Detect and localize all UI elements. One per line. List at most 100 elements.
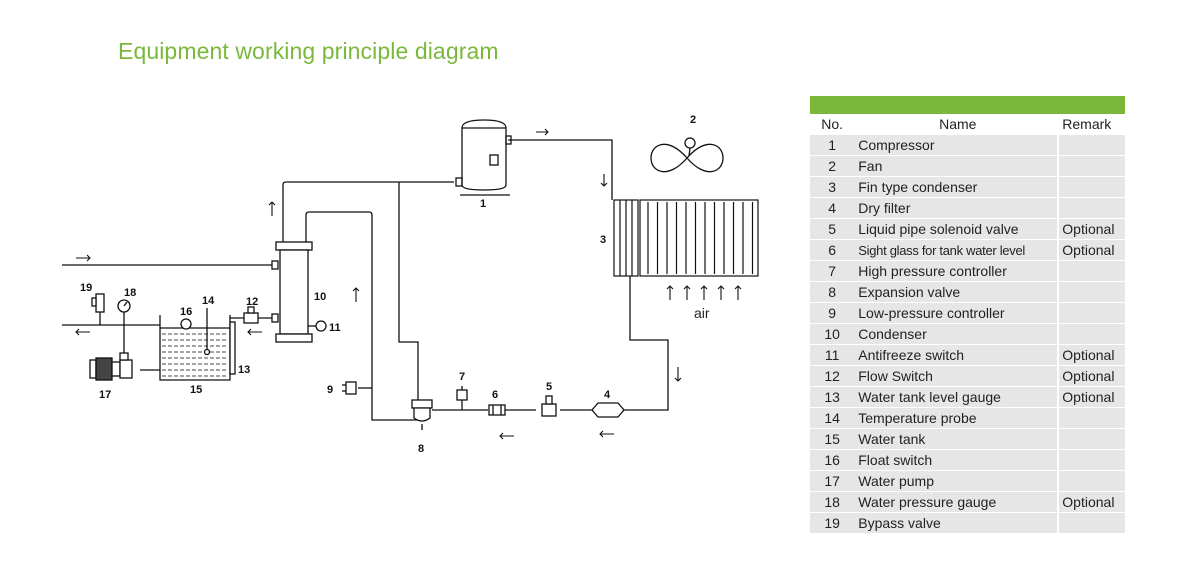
callout-13: 13 xyxy=(238,364,250,376)
row-name: Compressor xyxy=(854,134,1059,156)
row-name: High pressure controller xyxy=(854,260,1059,282)
pipe-suction-line xyxy=(282,181,454,242)
row-name: Fan xyxy=(854,155,1059,177)
low-pressure-controller xyxy=(342,381,357,395)
row-number: 2 xyxy=(810,155,855,177)
air-arrow-icon xyxy=(666,285,674,300)
pipe-compressor-to-condenser xyxy=(508,139,613,200)
callout-9: 9 xyxy=(327,384,333,396)
row-remark xyxy=(1057,134,1125,156)
arrow-left-icon xyxy=(75,328,90,336)
row-number: 19 xyxy=(810,512,855,533)
row-number: 13 xyxy=(810,386,855,408)
row-number: 1 xyxy=(810,134,855,156)
callout-6: 6 xyxy=(492,389,498,401)
row-name: Condenser xyxy=(854,323,1059,345)
row-number: 14 xyxy=(810,407,855,429)
row-name: Water tank xyxy=(854,428,1059,450)
row-number: 17 xyxy=(810,470,855,492)
pipe-expansion-to-evaporator xyxy=(305,211,418,421)
column-header-name: Name xyxy=(854,114,1059,135)
row-name: Fin type condenser xyxy=(854,176,1059,198)
callout-1: 1 xyxy=(480,198,486,210)
row-name: Float switch xyxy=(854,449,1059,471)
heat-exchanger xyxy=(271,241,316,343)
row-name: Dry filter xyxy=(854,197,1059,219)
arrow-right-icon xyxy=(76,254,91,262)
row-remark xyxy=(1057,155,1125,177)
arrow-left-icon xyxy=(499,432,514,440)
row-remark: Optional xyxy=(1057,239,1125,261)
row-remark xyxy=(1057,197,1125,219)
antifreeze-switch xyxy=(315,320,327,332)
callout-labels: 1 2 3 4 5 6 7 8 9 10 11 12 13 14 15 16 1… xyxy=(80,114,710,455)
dry-filter xyxy=(591,402,625,418)
expansion-valve xyxy=(411,399,433,430)
row-number: 10 xyxy=(810,323,855,345)
row-remark: Optional xyxy=(1057,218,1125,240)
row-remark xyxy=(1057,260,1125,282)
callout-5: 5 xyxy=(546,381,552,393)
air-arrow-icon xyxy=(717,285,725,300)
callout-10: 10 xyxy=(314,291,326,303)
row-name: Antifreeze switch xyxy=(854,344,1059,366)
callout-16: 16 xyxy=(180,306,192,318)
row-remark: Optional xyxy=(1057,344,1125,366)
callout-12: 12 xyxy=(246,296,258,308)
callout-8: 8 xyxy=(418,443,424,455)
row-number: 18 xyxy=(810,491,855,513)
callout-3: 3 xyxy=(600,234,606,246)
high-pressure-controller xyxy=(456,386,468,401)
row-name: Water pump xyxy=(854,470,1059,492)
row-remark: Optional xyxy=(1057,386,1125,408)
row-name: Sight glass for tank water level xyxy=(854,239,1059,261)
row-name: Low-pressure controller xyxy=(854,302,1059,324)
pipe-water-return xyxy=(62,294,160,326)
compressor xyxy=(455,119,512,196)
arrow-right-icon xyxy=(536,128,549,136)
arrow-down-icon xyxy=(600,174,608,187)
row-remark xyxy=(1057,449,1125,471)
bypass-valve xyxy=(91,293,105,313)
row-remark: Optional xyxy=(1057,491,1125,513)
column-header-no: No. xyxy=(810,114,855,135)
temperature-probe xyxy=(203,308,211,356)
flow-arrows xyxy=(75,128,742,440)
water-level-gauge xyxy=(229,321,236,375)
row-name: Flow Switch xyxy=(854,365,1059,387)
row-number: 12 xyxy=(810,365,855,387)
row-remark: Optional xyxy=(1057,365,1125,387)
row-number: 16 xyxy=(810,449,855,471)
float-switch xyxy=(180,318,192,330)
arrow-up-icon xyxy=(352,287,360,302)
row-number: 7 xyxy=(810,260,855,282)
air-label: air xyxy=(694,305,710,321)
callout-2: 2 xyxy=(690,114,696,126)
callout-4: 4 xyxy=(604,389,611,401)
row-number: 4 xyxy=(810,197,855,219)
arrow-left-icon xyxy=(599,430,614,438)
callout-11: 11 xyxy=(329,322,341,334)
row-number: 6 xyxy=(810,239,855,261)
arrow-up-icon xyxy=(268,201,276,216)
row-remark xyxy=(1057,281,1125,303)
legend-header-bar xyxy=(810,95,1125,114)
row-number: 3 xyxy=(810,176,855,198)
row-remark xyxy=(1057,470,1125,492)
row-remark xyxy=(1057,512,1125,533)
